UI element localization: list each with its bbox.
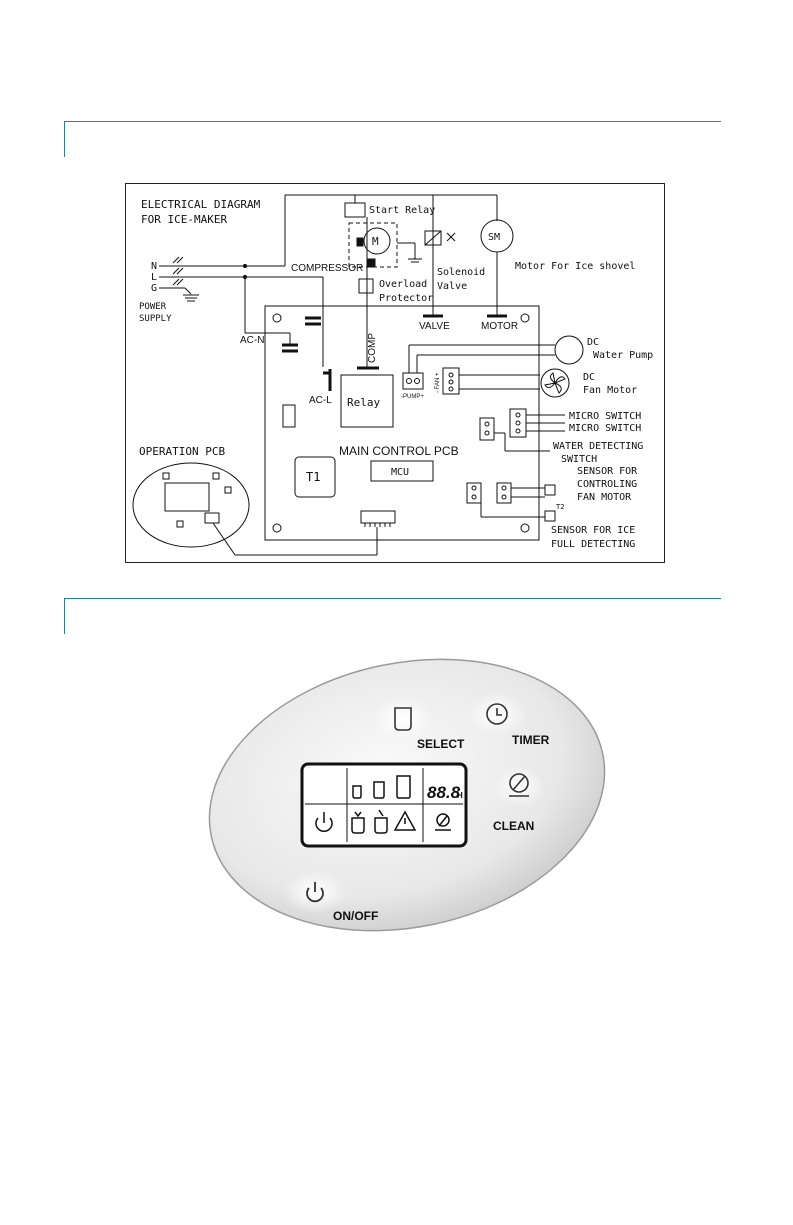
dc-pump-label-line2: Water Pump <box>593 350 653 361</box>
solenoid-label-line2: Valve <box>437 281 467 292</box>
cup-small-icon <box>352 785 362 799</box>
power-n-label: N <box>151 261 157 272</box>
sensor-fan-label-line3: FAN MOTOR <box>577 492 632 503</box>
control-panel: SELECT TIMER CLEAN ON/OFF <box>208 658 606 932</box>
t2-label: T2 <box>556 503 564 511</box>
overload-label-line1: Overload <box>379 279 427 290</box>
micro-switch-label-1: MICRO SWITCH <box>569 411 641 422</box>
section-rule-bottom <box>64 598 721 599</box>
display-digits: 88.8 <box>427 783 461 802</box>
sensor-ice-label-line2: FULL DETECTING <box>551 539 635 550</box>
ice-full-icon <box>351 811 365 834</box>
power-g-label: G <box>151 283 157 294</box>
power-supply-label-line1: POWER <box>139 302 167 312</box>
water-detect-label-line2: SWITCH <box>561 454 597 465</box>
water-detect-label-line1: WATER DETECTING <box>553 441 643 452</box>
clean-icon <box>509 773 529 797</box>
start-relay-label: Start Relay <box>369 205 435 216</box>
power-l-label: L <box>151 272 157 283</box>
compressor-label: COMPRESSOR <box>291 263 363 274</box>
sensor-fan-label-line2: CONTROLING <box>577 479 637 490</box>
clean-label: CLEAN <box>493 819 534 833</box>
operation-pcb-label: OPERATION PCB <box>139 445 225 458</box>
motor-terminal-label: MOTOR <box>481 321 518 332</box>
clean-button[interactable] <box>493 767 545 807</box>
sensor-ice-label-line1: SENSOR FOR ICE <box>551 525 635 536</box>
solenoid-label-line1: Solenoid <box>437 267 485 278</box>
ac-l-label: AC-L <box>309 395 332 406</box>
motor-label: Motor For Ice shovel <box>515 261 635 272</box>
power-button-icon <box>306 882 324 903</box>
micro-switch-label-2: MICRO SWITCH <box>569 423 641 434</box>
diagram-title-line2: FOR ICE-MAKER <box>141 213 227 226</box>
display-unit: H <box>457 791 463 800</box>
cup-large-icon <box>396 775 411 799</box>
valve-label: VALVE <box>419 321 450 332</box>
comp-label: COMP <box>367 333 378 363</box>
compressor-symbol: M <box>372 235 379 248</box>
dc-fan-label-line1: DC <box>583 372 595 383</box>
on-off-label: ON/OFF <box>333 909 378 923</box>
cup-button-icon <box>394 707 412 731</box>
select-button[interactable] <box>373 696 433 740</box>
select-label: SELECT <box>417 737 465 751</box>
motor-symbol: SM <box>488 232 500 243</box>
dc-pump-label-line1: DC <box>587 337 599 348</box>
warning-icon <box>393 810 417 831</box>
sensor-fan-label-line1: SENSOR FOR <box>577 466 638 477</box>
clock-icon <box>486 703 508 725</box>
timer-label: TIMER <box>512 733 550 747</box>
overload-label-line2: Protector <box>379 293 433 304</box>
ac-n-label: AC-N <box>240 335 264 346</box>
mcu-label: MCU <box>391 467 409 478</box>
timer-button[interactable] <box>467 692 527 736</box>
clean-display-icon <box>435 813 451 831</box>
diagram-title-line1: ELECTRICAL DIAGRAM <box>141 198 261 211</box>
dc-fan-label-line2: Fan Motor <box>583 385 637 396</box>
main-pcb-label: MAIN CONTROL PCB <box>339 444 459 458</box>
electrical-diagram: ELECTRICAL DIAGRAM FOR ICE-MAKER N L G P… <box>125 183 665 563</box>
pump-connector-label: -PUMP+ <box>401 394 424 400</box>
section-rule-top <box>64 121 721 122</box>
power-icon <box>315 812 333 833</box>
section-rule-bottom-tick <box>64 598 65 634</box>
on-off-button[interactable] <box>283 870 347 914</box>
cup-medium-icon <box>373 781 385 799</box>
section-rule-top-tick <box>64 121 65 157</box>
power-supply-label-line2: SUPPLY <box>139 314 172 324</box>
relay-label: Relay <box>347 396 380 409</box>
lcd-display: 88.8 H <box>300 762 468 848</box>
fan-connector-label: - FAN + <box>435 372 441 393</box>
add-water-icon <box>374 809 388 834</box>
t1-label: T1 <box>306 470 320 484</box>
